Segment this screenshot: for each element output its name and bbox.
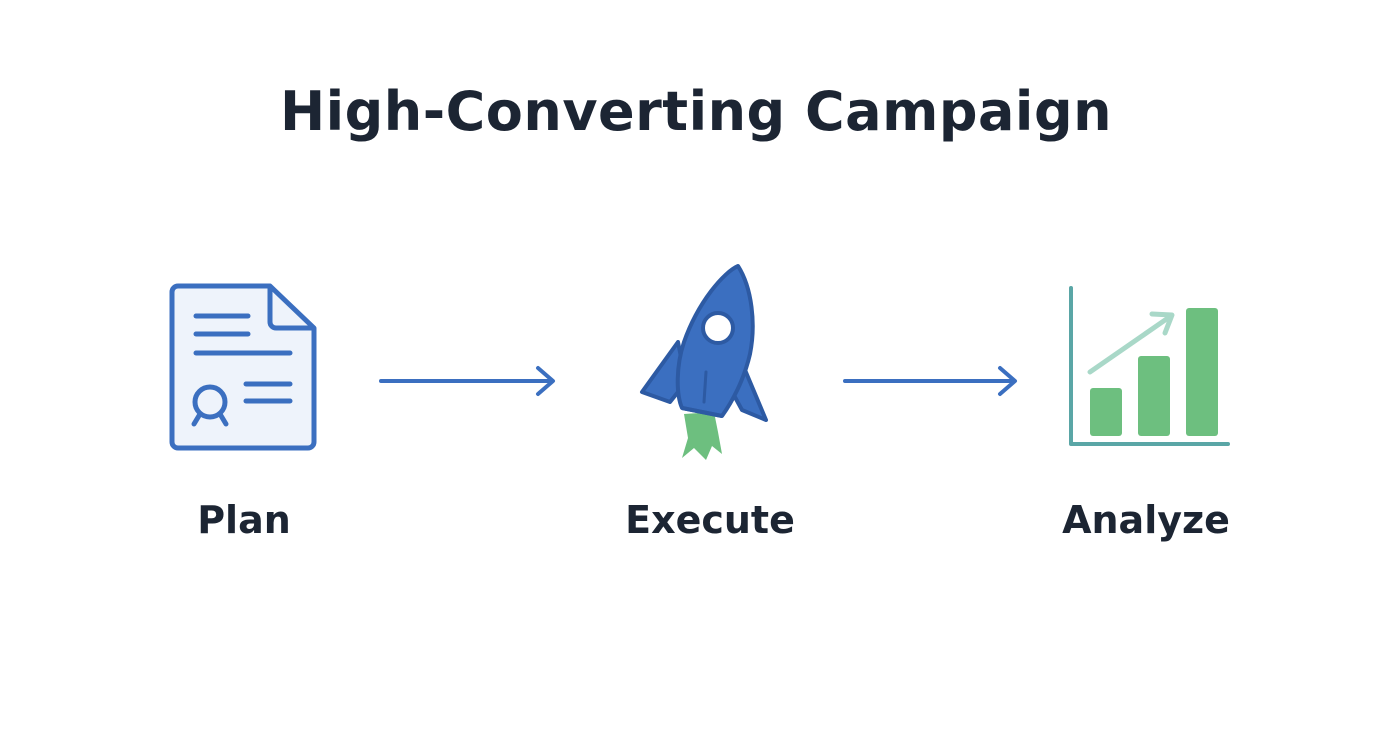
bar-chart-icon: [1069, 286, 1230, 446]
arrow-right-icon: [379, 366, 555, 396]
step-label-execute: Execute: [625, 498, 795, 542]
arrow-right-icon: [843, 366, 1017, 396]
step-label-analyze: Analyze: [1062, 498, 1230, 542]
diagram-title: High-Converting Campaign: [279, 80, 1113, 143]
rocket-icon: [640, 264, 768, 460]
step-label-plan: Plan: [197, 498, 291, 542]
document-icon: [169, 283, 317, 451]
